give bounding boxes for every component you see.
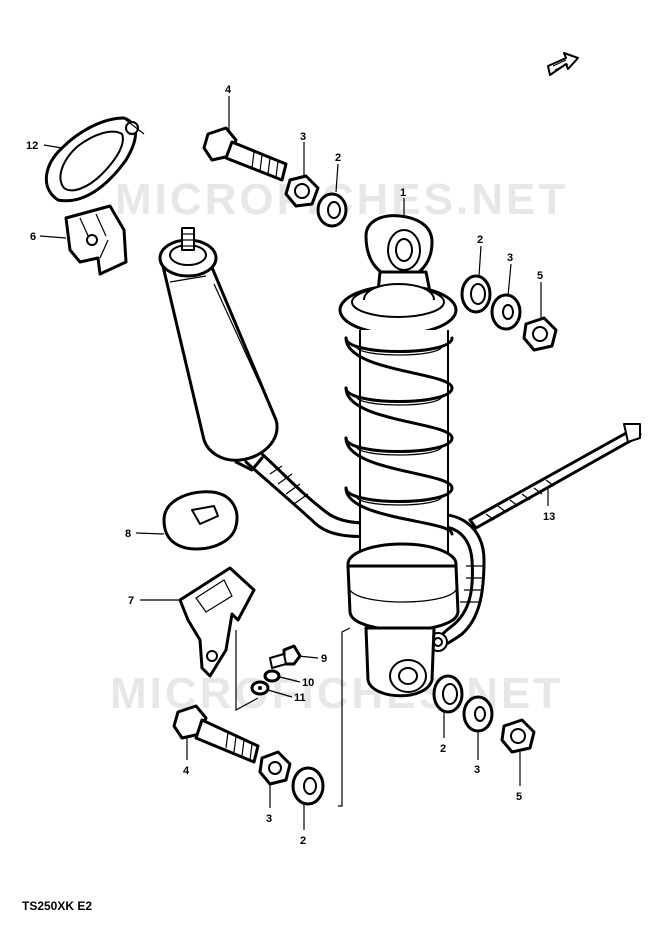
callout-9: 9 [321, 653, 327, 665]
callout-10: 10 [302, 677, 314, 689]
callout-3-right-lower: 3 [474, 764, 480, 776]
part-10-lock-washer [263, 669, 281, 683]
callout-6: 6 [30, 231, 36, 243]
callout-2-right-lower: 2 [440, 743, 446, 755]
part-1-shock-absorber [338, 214, 460, 698]
part-3-nut-lower-left [258, 750, 292, 786]
callout-5-right-upper: 5 [537, 270, 543, 282]
part-6-clamp [64, 204, 128, 276]
callout-3-lower-left: 3 [266, 813, 272, 825]
assembly-group-lines [235, 627, 351, 807]
part-3-nut-upper [284, 174, 320, 208]
part-4-bolt-upper [202, 126, 288, 182]
callout-12: 12 [26, 140, 38, 152]
part-reservoir-tank [158, 227, 279, 472]
callout-3-upper: 3 [300, 131, 306, 143]
part-9-screw [269, 644, 302, 669]
part-2-bushing-right-lower [432, 674, 464, 714]
callout-2-upper: 2 [335, 152, 341, 164]
part-3-washer-right-upper [490, 293, 522, 331]
callout-4-lower: 4 [183, 765, 190, 777]
callout-8: 8 [125, 528, 131, 540]
callout-4-upper: 4 [225, 84, 232, 96]
part-7-bracket [178, 566, 256, 678]
callout-11: 11 [294, 692, 306, 704]
callout-5-right-lower: 5 [516, 791, 522, 803]
part-5-nut-right-lower [500, 718, 536, 754]
callout-13: 13 [543, 511, 555, 523]
part-4-bolt-lower [172, 704, 260, 764]
callout-7: 7 [128, 595, 134, 607]
callout-2-right-upper: 2 [477, 234, 483, 246]
callout-1: 1 [400, 187, 406, 199]
part-3-washer-right-lower [462, 695, 494, 733]
part-2-washer-upper [316, 192, 348, 228]
callout-2-lower-left: 2 [300, 835, 306, 847]
part-12-strap [44, 116, 145, 203]
part-2-bushing-right-upper [460, 274, 492, 314]
model-code: TS250XK E2 [22, 899, 92, 913]
part-5-nut-right-upper [522, 316, 558, 352]
part-2-washer-lower-left [291, 766, 325, 806]
front-direction-arrow-icon [547, 52, 579, 76]
callout-3-right-upper: 3 [507, 252, 513, 264]
part-8-plate [162, 490, 239, 551]
part-11-washer [250, 680, 270, 696]
part-13-adjuster-rod [468, 423, 642, 530]
callout-leader-lines [39, 96, 549, 830]
